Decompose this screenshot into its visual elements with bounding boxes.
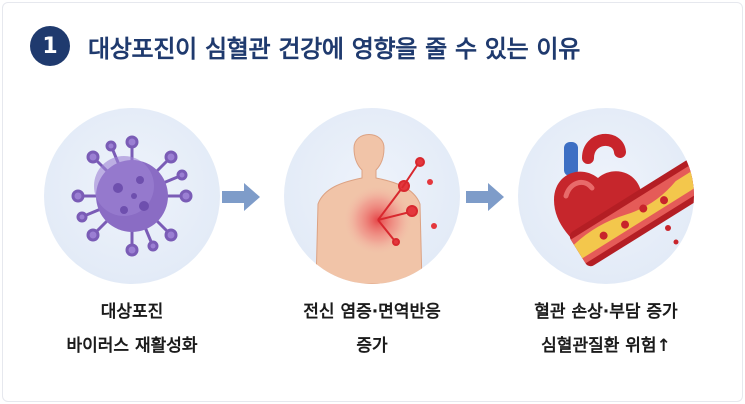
- caption-line: 혈관 손상·부담 증가: [534, 302, 678, 322]
- arrow-right-icon: [222, 183, 260, 211]
- caption-line: 전신 염증·면역반응: [303, 302, 441, 322]
- caption-line: 심혈관질환 위험↑: [541, 336, 671, 356]
- step-1-caption: 대상포진 바이러스 재활성화: [22, 295, 242, 363]
- arrow-right-icon: [466, 183, 504, 211]
- virus-icon: [71, 135, 193, 257]
- step-2-caption: 전신 염증·면역반응 증가: [262, 295, 482, 363]
- step-3-caption: 혈관 손상·부담 증가 심혈관질환 위험↑: [496, 295, 716, 363]
- step-number-badge: 1: [30, 26, 70, 66]
- caption-line: 바이러스 재활성화: [66, 336, 198, 356]
- page-title: 대상포진이 심혈관 건강에 영향을 줄 수 있는 이유: [88, 34, 580, 63]
- step-2-circle: [284, 108, 460, 284]
- step-3-circle: [518, 108, 694, 284]
- caption-line: 대상포진: [100, 302, 164, 322]
- step-1-circle: [44, 108, 220, 284]
- inflamed-torso-icon: [315, 134, 437, 284]
- caption-line: 증가: [356, 336, 388, 356]
- heart-vessel-icon: [554, 133, 694, 267]
- header: 1 대상포진이 심혈관 건강에 영향을 줄 수 있는 이유: [30, 25, 580, 67]
